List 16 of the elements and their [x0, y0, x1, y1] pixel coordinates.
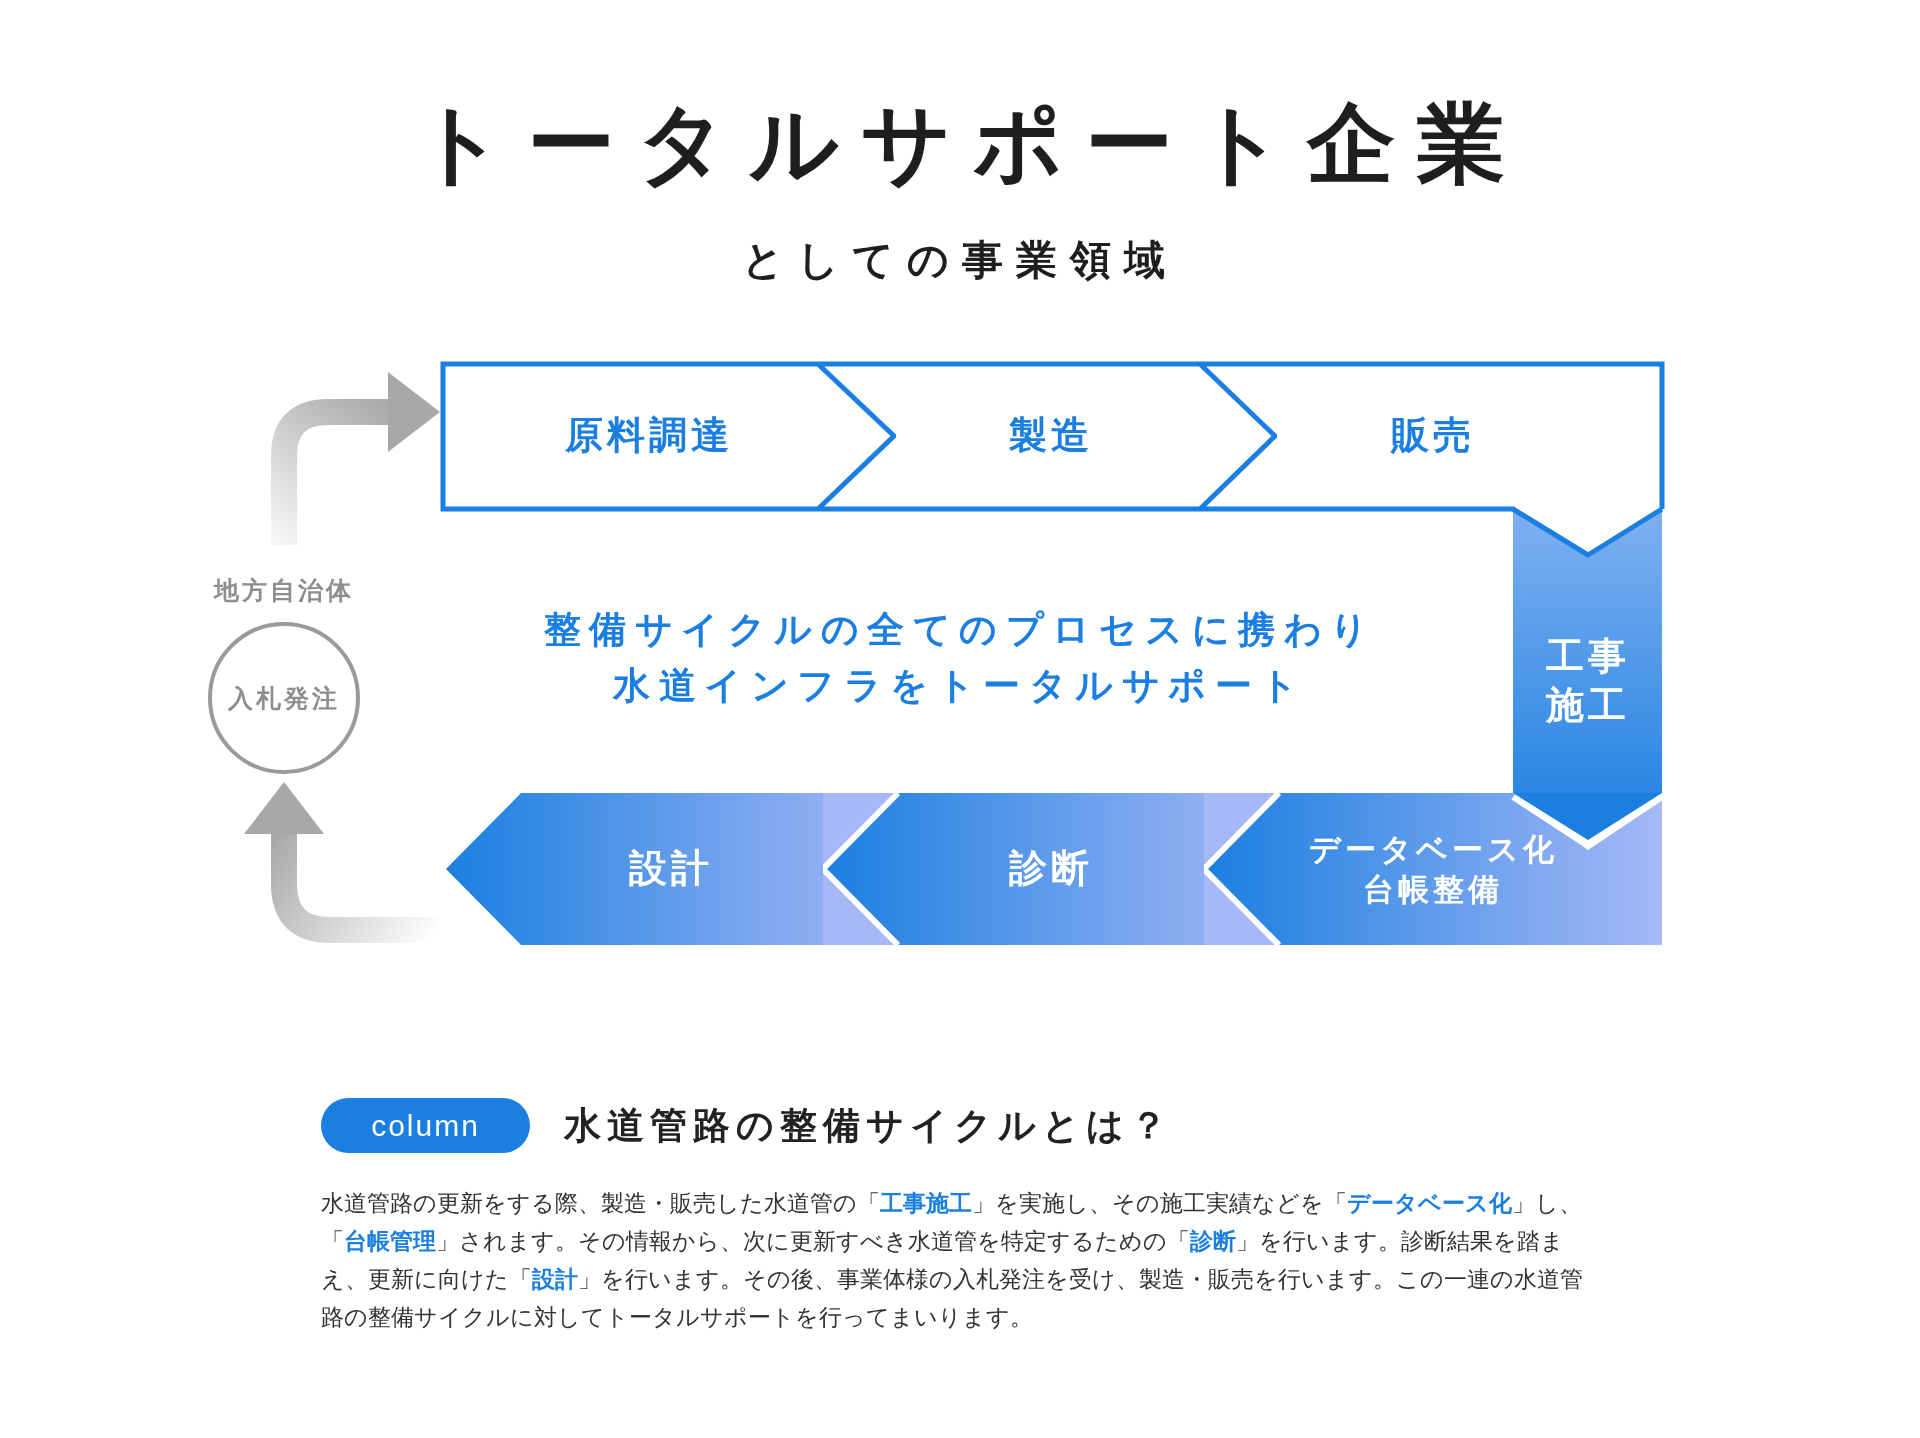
section-heading: 水道管路の整備サイクルとは？	[564, 1103, 1173, 1149]
body-paragraph: 水道管路の更新をする際、製造・販売した水道管の「工事施工」を実施し、その施工実績などを「データベース化」し、「台帳管理」されます。その情報から、次に更新すべき水道管を特定するための「診断」を行います。診断結果を踏まえ、更新に向けた「設計」を行います。その後、事業体様の入札発注を受け、製造・販売を行います。この一連の水道管路の整備サイクルに対してトータルサポートを行ってまいります。	[321, 1188, 1584, 1332]
step-label: 原料調達	[565, 412, 733, 460]
step-label: 販売	[1391, 412, 1475, 460]
subtitle: としての事業領域	[742, 236, 1178, 284]
title: トータルサポート企業	[415, 92, 1527, 195]
caption-label: 地方自治体	[212, 575, 355, 607]
curved-arrow	[271, 372, 440, 545]
circle-label: 入札発注	[228, 682, 340, 715]
step-label: 製造	[1009, 412, 1093, 460]
column-badge: column	[321, 1098, 530, 1153]
step-label: 工事施工	[1544, 632, 1631, 729]
step-label: 設計	[629, 845, 713, 893]
step-label: 診断	[1009, 845, 1093, 893]
step-label: データベース化台帳整備	[1308, 829, 1558, 909]
tagline: 整備サイクルの全てのプロセスに携わり水道インフラをトータルサポート	[542, 607, 1378, 709]
